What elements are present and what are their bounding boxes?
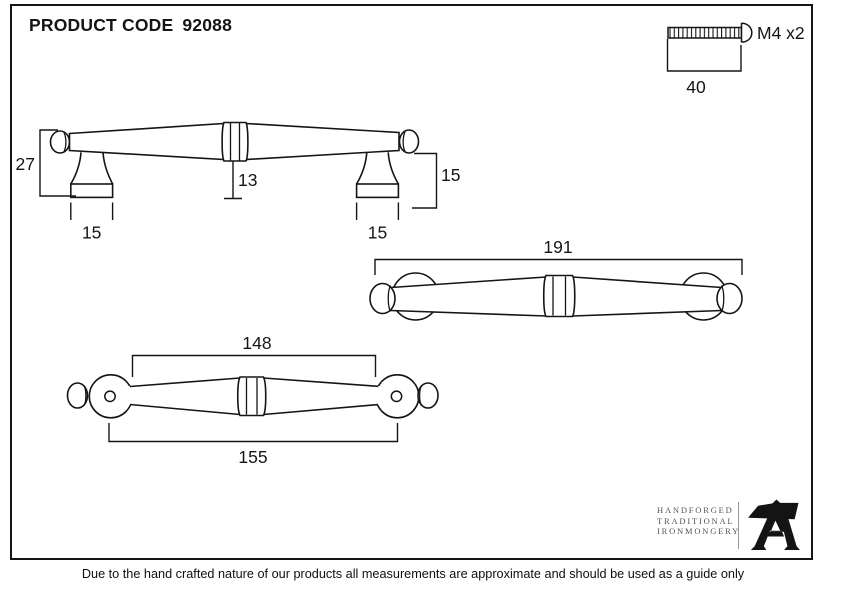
side-right-foot [355,152,400,185]
screw-head [740,22,753,43]
side-left-knob [49,130,71,154]
plan-body-right-fill [572,277,726,316]
bottom-right-screw-hole [390,390,403,403]
logo-divider [738,502,739,549]
dim-label-27: 27 [16,154,35,174]
plan-body-edges [390,276,723,317]
dim-label-15-right-foot: 15 [368,223,387,243]
page-title: PRODUCT CODE 92088 [29,15,232,36]
plan-body-left-fill [386,277,546,316]
brand-tagline: HANDFORGED TRADITIONAL IRONMONGERY [657,505,740,537]
side-right-knob-cap-line [402,131,406,152]
dim-line-191 [374,258,743,275]
screw-spec-label: M4 x2 [757,23,805,43]
dim-label-155: 155 [238,447,267,467]
side-left-knob-cap-line [63,132,67,152]
screw-diagram: 40 M4 x2 [666,22,805,97]
dim-line-148 [131,354,377,377]
bottom-left-knob [66,382,89,409]
side-centre-collar [221,121,249,162]
screw-length-dim-line [666,39,742,72]
disclaimer-text: Due to the hand crafted nature of our pr… [81,567,745,581]
product-code-value: 92088 [182,15,233,35]
dim-label-15-right: 15 [441,165,460,185]
dim-line-15-left-foot [70,202,114,220]
anvil-logo-icon [748,499,800,551]
bottom-body-edges [129,377,379,416]
dim-label-13: 13 [238,170,257,190]
plan-right-knob [716,282,743,315]
side-grip-left [68,122,225,161]
brand-tagline-line2: TRADITIONAL [657,515,735,526]
brand-tagline-line3: IRONMONGERY [657,526,741,536]
bottom-left-knob-cap-line [83,385,87,406]
plan-left-knob-cap-line [387,285,392,312]
dim-label-191: 191 [543,237,572,257]
plan-left-knob [369,282,396,315]
bottom-body-right-fill [263,378,380,415]
brand-tagline-line1: HANDFORGED [657,505,734,515]
product-code-label: PRODUCT CODE [29,15,174,35]
handle-bottom-view [66,354,439,443]
handle-plan-view [369,258,743,321]
plan-centre-collar [542,274,576,318]
bottom-body-left-fill [126,378,240,415]
dim-label-148: 148 [242,333,271,353]
side-left-foot-base [70,183,114,199]
dim-label-15-left-foot: 15 [82,223,101,243]
brand-logo: HANDFORGED TRADITIONAL IRONMONGERY [650,498,806,554]
bottom-right-knob-cap-line [418,385,423,406]
bottom-left-screw-hole [104,390,116,403]
screw-shank [667,26,743,39]
dim-line-155 [108,423,399,443]
side-grip-right [245,122,400,161]
dim-line-15-right-foot [355,202,400,220]
side-view-labels: 27 13 15 15 15 [16,154,461,243]
bottom-centre-collar [236,376,267,417]
dim-line-15-right [412,152,438,209]
handle-side-view [39,121,438,220]
side-right-foot-base [355,183,400,199]
side-left-foot [70,152,114,185]
dim-line-27 [39,129,76,197]
screw-length-label: 40 [686,77,706,97]
dim-line-13 [224,161,242,200]
plan-right-knob-cap-line [720,285,725,312]
bottom-right-knob [417,382,439,409]
